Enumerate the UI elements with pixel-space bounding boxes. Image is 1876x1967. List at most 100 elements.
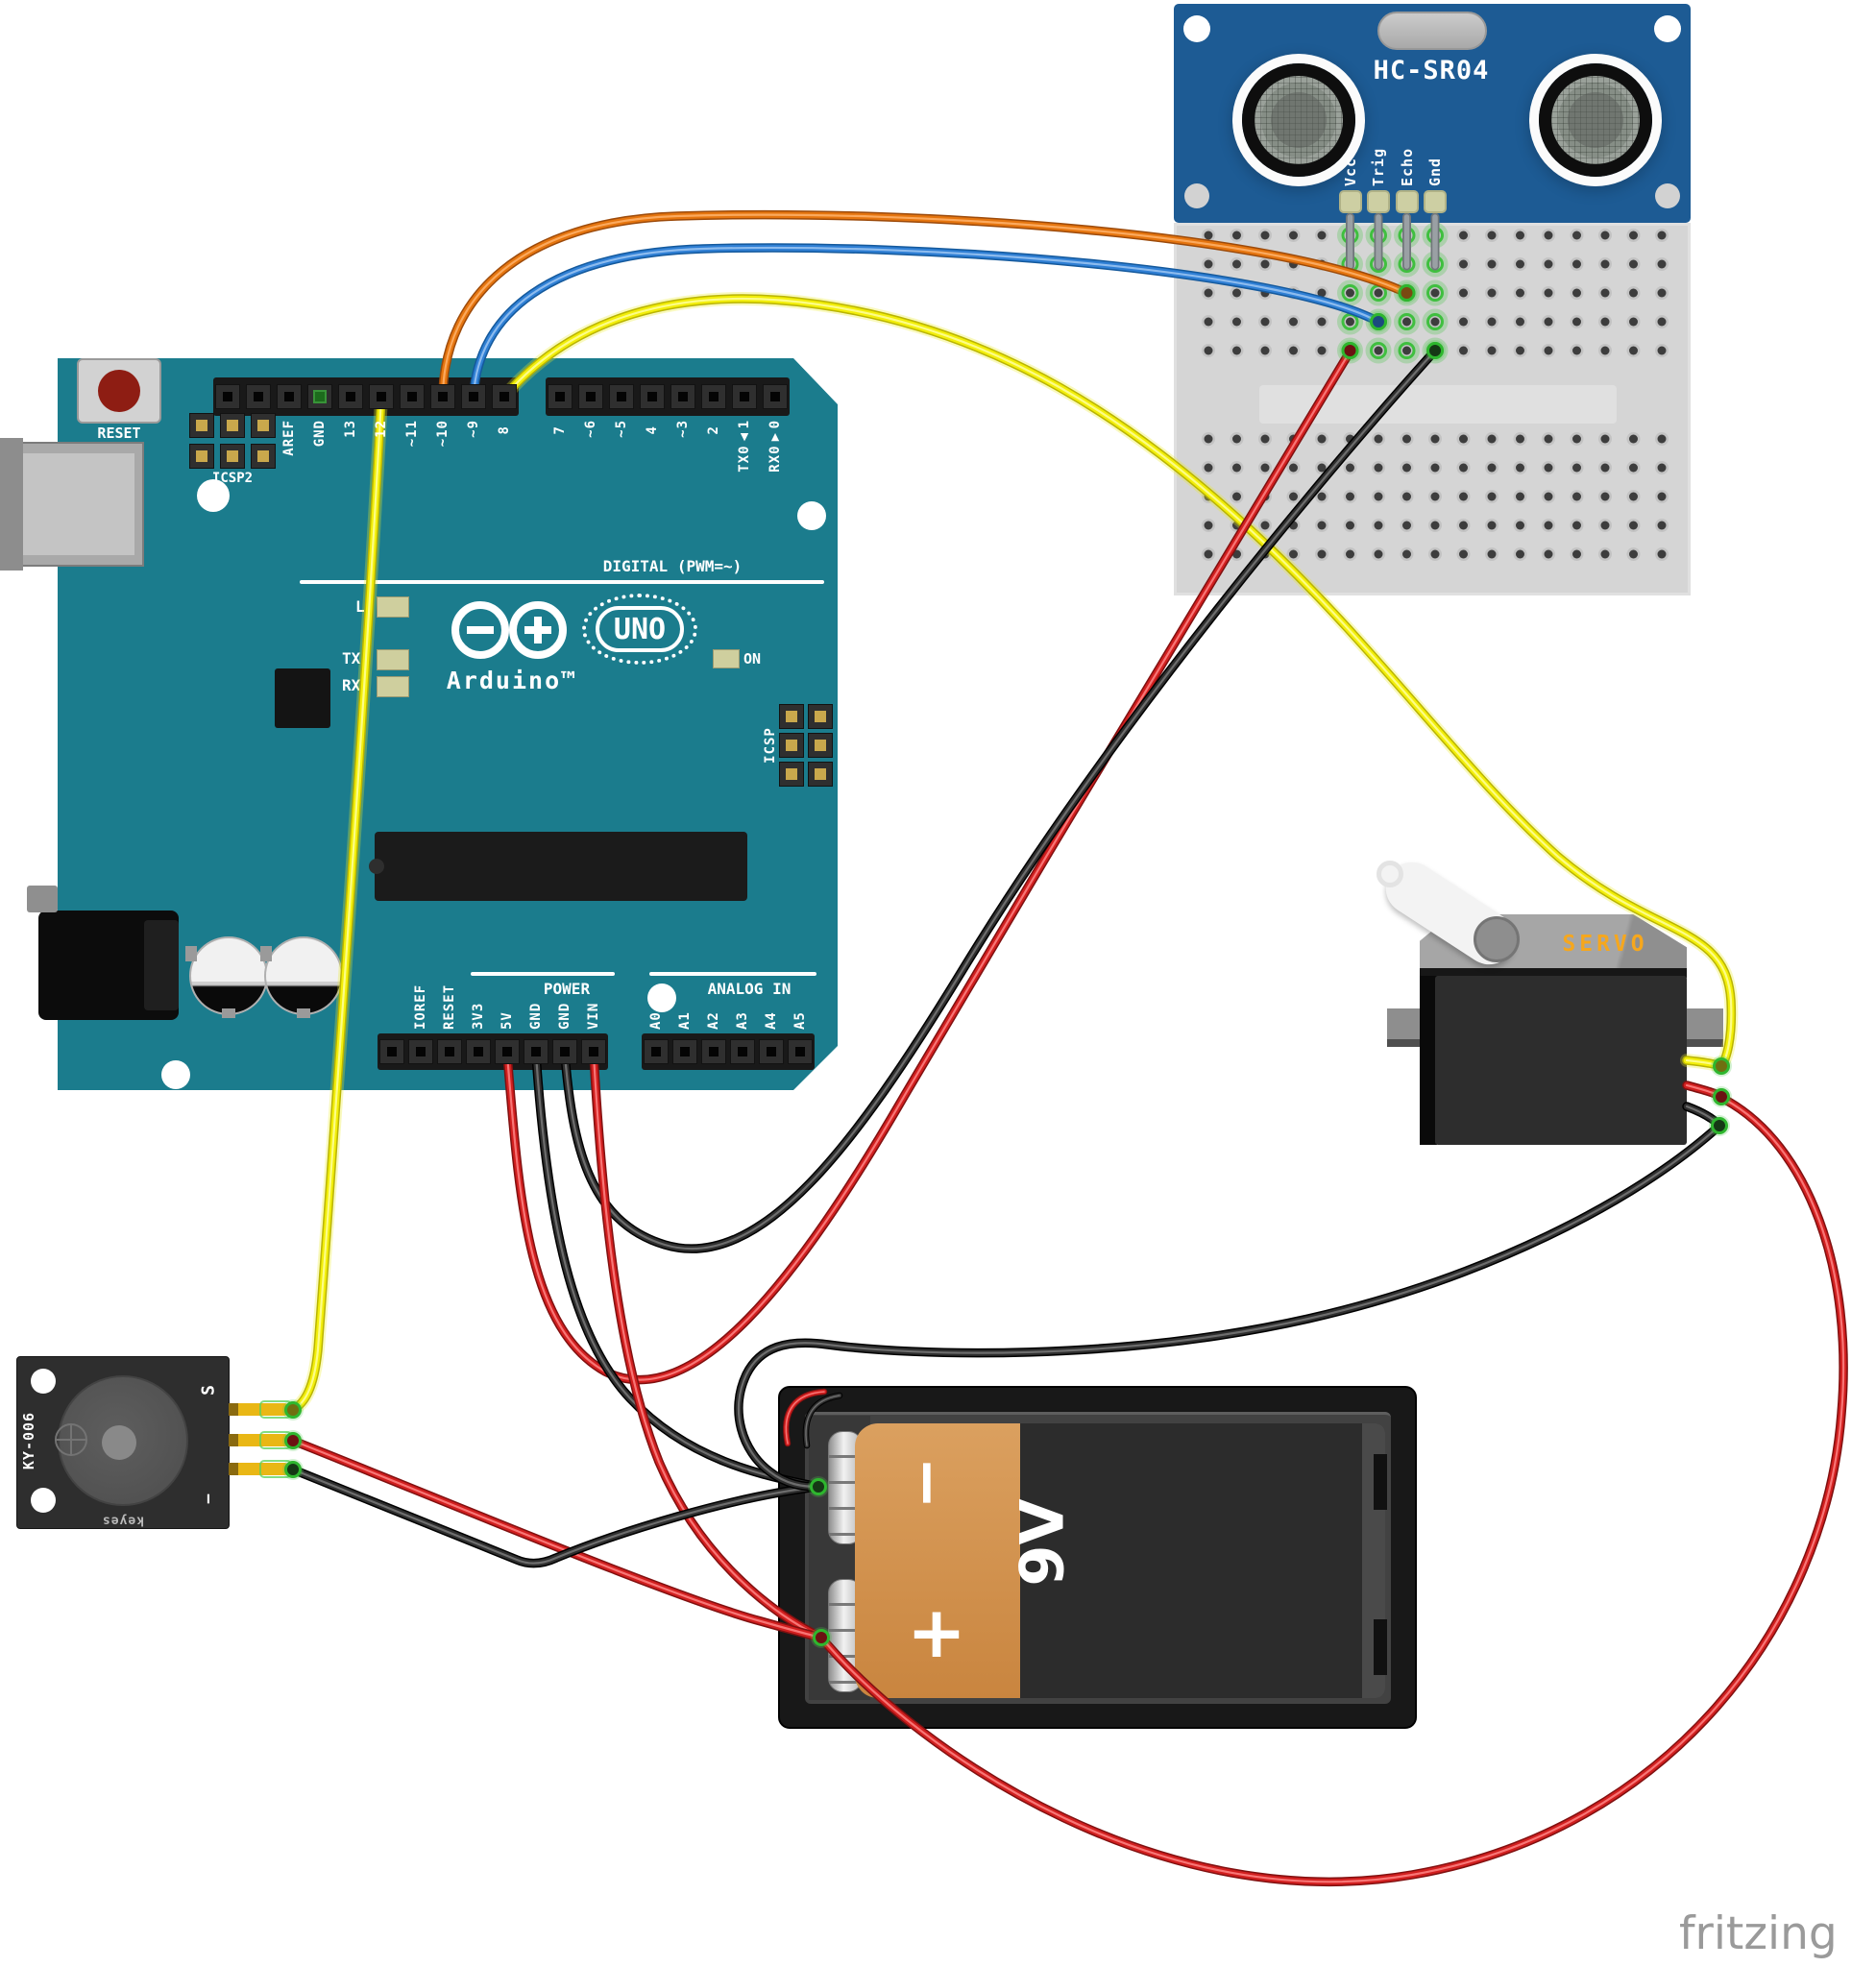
arduino-power-pin[interactable]: [581, 1039, 606, 1064]
icsp2-pin[interactable]: [251, 413, 276, 438]
arduino-digital-pin[interactable]: [609, 384, 634, 409]
wire-d10-echo[interactable]: [438, 209, 1411, 401]
breadboard-hole-center: [1317, 288, 1327, 298]
arduino-power-pin[interactable]: [379, 1039, 404, 1064]
analog-caption: ANALOG IN: [707, 980, 792, 998]
connection-dot-orange[interactable]: [1398, 284, 1416, 302]
breadboard-hole-center: [1317, 463, 1327, 473]
servo-horn-tip-ring-icon: [1377, 861, 1403, 887]
capacitor-tab: [185, 946, 197, 961]
connection-dot-black[interactable]: [284, 1461, 302, 1478]
wire-d8-servo[interactable]: [499, 294, 1737, 1071]
arduino-uno-board[interactable]: [58, 358, 838, 1090]
arduino-digital-pin[interactable]: [307, 384, 332, 409]
breadboard-hole-center: [1459, 549, 1468, 559]
icsp-pin[interactable]: [808, 733, 833, 758]
arduino-digital-pin[interactable]: [277, 384, 302, 409]
breadboard-hole-center: [1430, 521, 1440, 530]
arduino-digital-pin[interactable]: [670, 384, 695, 409]
arduino-digital-pin[interactable]: [732, 384, 757, 409]
digital-silk-line: [300, 580, 824, 584]
wire-servo-batt-red[interactable]: [816, 1081, 1848, 1887]
connection-dot-yellow[interactable]: [284, 1401, 302, 1419]
arduino-power-pin[interactable]: [408, 1039, 433, 1064]
arduino-analog-pin[interactable]: [759, 1039, 784, 1064]
battery-9v[interactable]: [855, 1423, 1020, 1698]
connection-dot-red[interactable]: [284, 1432, 302, 1449]
connection-dot-black[interactable]: [1711, 1117, 1728, 1134]
icsp-pin[interactable]: [779, 762, 804, 787]
arduino-digital-pin[interactable]: [338, 384, 363, 409]
breadboard-hole-center: [1289, 317, 1298, 327]
arduino-digital-pin[interactable]: [369, 384, 394, 409]
icsp2-pin[interactable]: [220, 444, 245, 469]
connection-dot-red[interactable]: [1341, 342, 1359, 359]
breadboard-hole-center: [1260, 259, 1270, 269]
wire-gnd-bb[interactable]: [560, 346, 1440, 1253]
icsp2-pin[interactable]: [189, 413, 214, 438]
arduino-analog-pin[interactable]: [701, 1039, 726, 1064]
capacitor-icon: [189, 936, 268, 1015]
icsp-pin[interactable]: [779, 733, 804, 758]
breadboard-hole-center: [1600, 434, 1610, 444]
wire-servo-batt-black[interactable]: [734, 1102, 1726, 1492]
arduino-digital-pin[interactable]: [578, 384, 603, 409]
wire-gnd-batt[interactable]: [531, 1050, 823, 1492]
breadboard-hole-center: [1600, 259, 1610, 269]
icsp-pin[interactable]: [808, 704, 833, 729]
connection-dot-black[interactable]: [1426, 342, 1444, 359]
breadboard-hole-center: [1232, 346, 1241, 355]
breadboard-hole-center: [1430, 549, 1440, 559]
arduino-digital-pin[interactable]: [246, 384, 271, 409]
arduino-digital-pin[interactable]: [701, 384, 726, 409]
breadboard-hole-center: [1572, 288, 1581, 298]
arduino-digital-pin[interactable]: [640, 384, 665, 409]
connection-dot-black[interactable]: [810, 1478, 827, 1495]
board-hole-icon: [161, 1060, 190, 1089]
breadboard-hole-center: [1289, 463, 1298, 473]
arduino-digital-pin[interactable]: [400, 384, 425, 409]
icsp2-pin[interactable]: [189, 444, 214, 469]
arduino-power-pin[interactable]: [524, 1039, 548, 1064]
arduino-digital-pin[interactable]: [763, 384, 788, 409]
arduino-digital-pin[interactable]: [548, 384, 573, 409]
breadboard-hole-center: [1629, 492, 1638, 501]
reset-button-cap[interactable]: [98, 370, 140, 412]
breadboard-hole-center: [1657, 346, 1667, 355]
arduino-digital-pin[interactable]: [430, 384, 455, 409]
breadboard-hole-center: [1232, 288, 1241, 298]
connection-dot-blue[interactable]: [1370, 313, 1387, 330]
servo-body[interactable]: [1435, 976, 1687, 1145]
arduino-digital-pin[interactable]: [492, 384, 517, 409]
arduino-analog-pin[interactable]: [644, 1039, 669, 1064]
arduino-analog-pin[interactable]: [788, 1039, 813, 1064]
breadboard-hole-center: [1572, 317, 1581, 327]
breadboard-hole-center: [1374, 434, 1383, 444]
icsp-pin[interactable]: [779, 704, 804, 729]
arduino-power-pin[interactable]: [495, 1039, 520, 1064]
breadboard-hole-center: [1459, 434, 1468, 444]
breadboard-hole-center: [1487, 463, 1497, 473]
board-hole-icon: [197, 479, 230, 512]
breadboard-hole-center: [1232, 463, 1241, 473]
connection-dot-yellow[interactable]: [1713, 1057, 1730, 1075]
arduino-power-pin[interactable]: [437, 1039, 462, 1064]
breadboard-hole-center: [1600, 521, 1610, 530]
arduino-digital-pin[interactable]: [215, 384, 240, 409]
battery-9v-body[interactable]: [1020, 1423, 1385, 1698]
pin-label: ~10: [435, 420, 451, 448]
connection-dot-red[interactable]: [1713, 1088, 1730, 1105]
breadboard-hole-center: [1629, 463, 1638, 473]
servo-flange-right-edge: [1685, 1039, 1723, 1047]
arduino-power-pin[interactable]: [552, 1039, 577, 1064]
arduino-digital-pin[interactable]: [461, 384, 486, 409]
arduino-analog-pin[interactable]: [730, 1039, 755, 1064]
icsp2-pin[interactable]: [251, 444, 276, 469]
icsp-pin[interactable]: [808, 762, 833, 787]
arduino-analog-pin[interactable]: [672, 1039, 697, 1064]
connection-dot-red[interactable]: [813, 1629, 830, 1646]
breadboard-hole-center: [1430, 463, 1440, 473]
icsp2-pin[interactable]: [220, 413, 245, 438]
hcsr04-sensor[interactable]: HC-SR04: [1174, 4, 1691, 223]
arduino-power-pin[interactable]: [466, 1039, 491, 1064]
